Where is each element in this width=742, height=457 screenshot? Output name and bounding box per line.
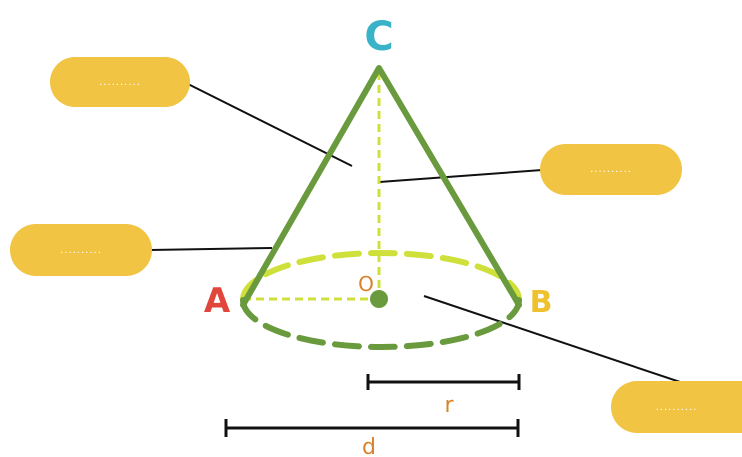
leader-line-middle-left <box>149 247 273 251</box>
radius-label: r <box>444 393 454 418</box>
center-label: O <box>358 272 374 296</box>
blank-label-top-left[interactable]: .......... <box>50 57 190 107</box>
apex-label: C <box>364 14 393 60</box>
leader-line-right <box>379 169 543 183</box>
blank-label-middle-left[interactable]: .......... <box>10 224 152 276</box>
blank-label-right[interactable]: .......... <box>540 144 682 195</box>
diameter-measure <box>224 419 520 437</box>
point-b-label: B <box>530 285 553 320</box>
cone-base-front-arc <box>240 297 522 350</box>
leader-line-bottom-right <box>423 295 681 383</box>
center-point <box>370 290 388 308</box>
blank-text: .......... <box>60 244 102 256</box>
blank-text: .......... <box>655 401 698 413</box>
cone-base-back-arc <box>240 250 522 303</box>
blank-text: .......... <box>590 164 632 175</box>
blank-label-bottom-right[interactable]: .......... <box>611 381 742 433</box>
diameter-label: d <box>362 435 376 457</box>
radius-measure <box>366 374 521 390</box>
point-a-label: A <box>204 281 231 321</box>
leader-line-top-left <box>187 83 353 167</box>
blank-text: .......... <box>99 76 141 88</box>
cone-slant-sides <box>240 65 522 308</box>
